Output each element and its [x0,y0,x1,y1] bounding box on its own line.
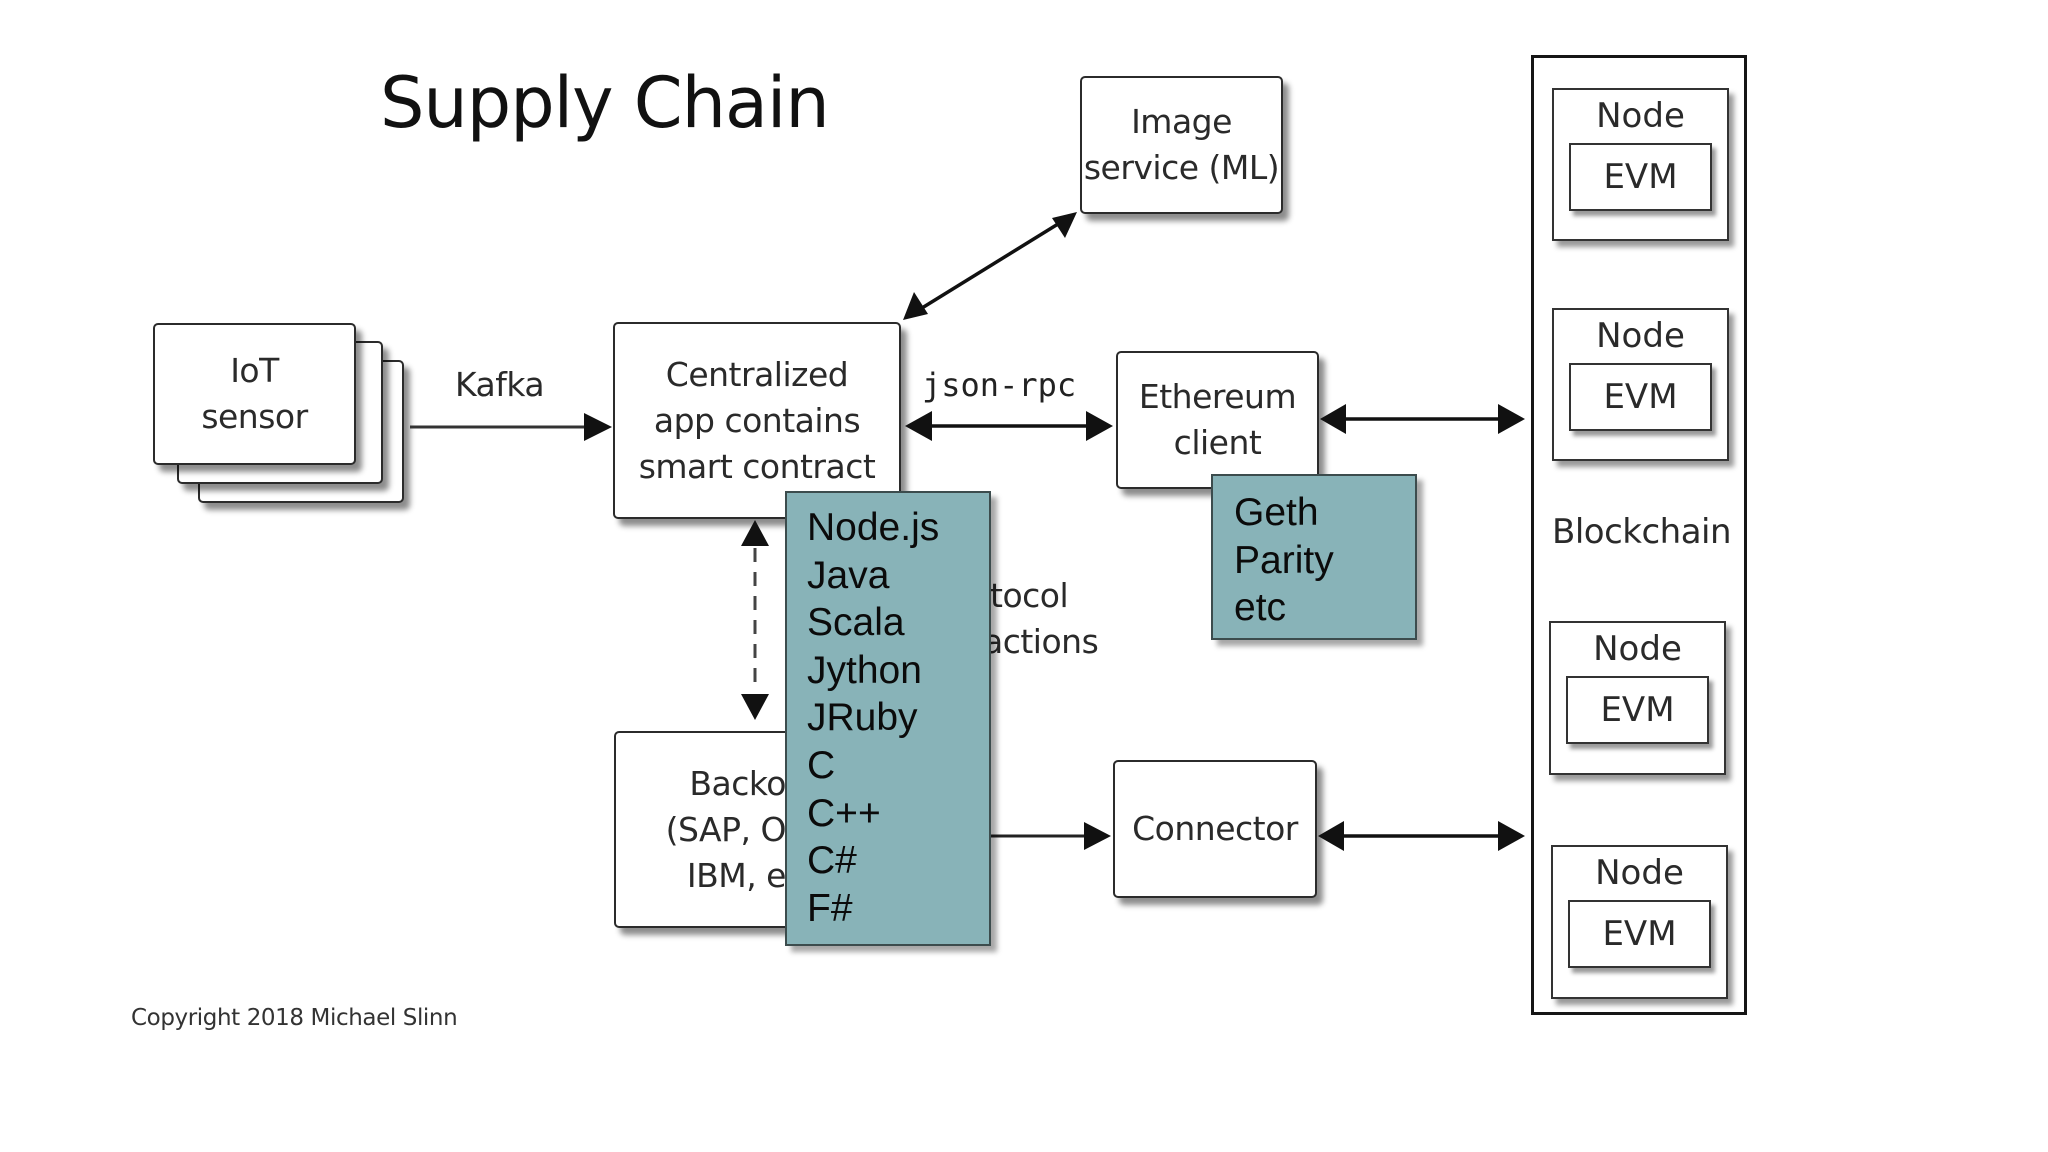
client-item: Parity [1234,538,1334,582]
copyright-notice: Copyright 2018 Michael Slinn [131,1005,458,1031]
evm-box: EVM [1569,363,1712,431]
json-rpc-label: json-rpc [922,366,1077,404]
evm-label: EVM [1600,690,1675,730]
ethereum-client-label-line-1: Ethereum [1138,377,1297,416]
languages-overlay: Node.js Java Scala Jython JRuby C C++ C#… [785,491,991,946]
diagram-title: Supply Chain [380,62,830,144]
node-label: Node [1593,629,1682,669]
image-service-label-line-2: service (ML) [1083,148,1280,187]
iot-sensor-label-line-1: IoT [230,351,279,390]
evm-box: EVM [1566,676,1709,744]
blockchain-node-2[interactable]: Node EVM [1552,308,1729,461]
evm-label: EVM [1603,377,1678,417]
centralized-app-label-line-3: smart contract [638,446,876,486]
language-item: C [807,743,836,787]
language-item: JRuby [807,696,918,740]
client-item: etc [1234,586,1287,630]
node-label: Node [1596,96,1685,136]
clients-overlay: Geth Parity etc [1211,474,1417,640]
blockchain-label: Blockchain [1552,512,1732,552]
image-service-box[interactable]: Image service (ML) [1080,76,1283,214]
image-service-label-line-1: Image [1131,102,1232,141]
json-rpc-arrow [905,411,1113,441]
connector-label: Connector [1132,809,1298,848]
language-item: F# [807,886,853,930]
backoffice-dashed-arrow [741,520,769,720]
evm-box: EVM [1568,900,1711,968]
protocol-label-partial-1: tocol [990,576,1069,615]
language-item: Jython [807,648,922,692]
backoffice-label-line-1: Backo [689,763,786,803]
language-item: C++ [807,791,881,835]
iot-sensor-label-line-2: sensor [201,397,308,436]
ethereum-client-label-line-2: client [1173,423,1262,462]
blockchain-node-3[interactable]: Node EVM [1549,621,1726,775]
blockchain-container[interactable] [1531,55,1747,1015]
kafka-label: Kafka [455,365,545,404]
ethereum-blockchain-arrow [1320,404,1525,434]
language-item: Java [807,553,890,597]
connector-blockchain-arrow [1318,821,1525,851]
node-label: Node [1596,316,1685,356]
backoffice-label-line-2: (SAP, O [665,809,787,849]
evm-label: EVM [1602,914,1677,954]
ethereum-client-box[interactable]: Ethereum client [1116,351,1319,489]
evm-label: EVM [1603,157,1678,197]
language-item: Node.js [807,506,940,549]
backoffice-label-line-3: IBM, e [686,855,787,895]
evm-box: EVM [1569,143,1712,211]
centralized-app-label-line-1: Centralized [665,354,849,394]
backoffice-connector-arrow [990,822,1111,850]
image-service-arrow [903,212,1077,320]
protocol-label-partial-2: actions [983,622,1099,661]
blockchain-node-4[interactable]: Node EVM [1551,845,1728,999]
connector-box[interactable]: Connector [1113,760,1317,898]
blockchain-node-1[interactable]: Node EVM [1552,88,1729,241]
centralized-app-label-line-2: app contains [653,400,861,440]
iot-sensor-box[interactable]: IoT sensor [153,323,356,465]
node-label: Node [1595,853,1684,893]
kafka-arrow [410,413,612,441]
language-item: Scala [807,601,905,645]
client-item: Geth [1234,491,1319,534]
centralized-app-box[interactable]: Centralized app contains smart contract [613,322,901,519]
language-item: C# [807,839,857,883]
